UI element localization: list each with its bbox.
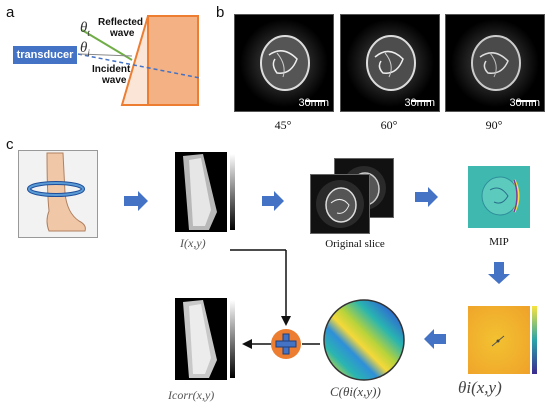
plus-operator	[270, 328, 302, 360]
label-I: I(x,y)	[180, 236, 206, 250]
scale-bar-label: 30mm	[404, 97, 435, 109]
slice-front	[310, 174, 370, 234]
scale-bar-label: 30mm	[298, 97, 329, 109]
arrow-down	[488, 262, 510, 284]
theta-map	[468, 306, 538, 374]
label-original-slice: Original slice	[325, 238, 385, 250]
panel-a-label: a	[6, 4, 15, 21]
panel-b-label: b	[216, 4, 225, 21]
reflected-wave-label: Reflected wave	[98, 17, 144, 39]
arrow-3	[415, 187, 438, 207]
label-theta: θi(x,y)	[458, 378, 502, 397]
image-I-corr	[175, 298, 241, 380]
arrow-2	[262, 191, 284, 211]
transducer-box: transducer	[13, 46, 77, 64]
label-C: C(θi(x,y))	[330, 384, 381, 399]
us-image-90: 30mm	[445, 14, 545, 112]
leg-illustration	[18, 150, 98, 238]
reflected-wave-line	[81, 29, 133, 61]
label-mip: MIP	[489, 236, 509, 248]
theta-t-label: θt	[80, 20, 90, 38]
us-image-60: 30mm	[340, 14, 440, 112]
image-I	[175, 152, 241, 232]
panel-a-diagram	[77, 15, 201, 106]
mip-image	[468, 166, 530, 228]
panel-c-label: c	[6, 136, 14, 153]
correction-circle	[322, 298, 406, 382]
arrow-1	[124, 191, 148, 211]
angle-label-60: 60°	[380, 118, 398, 132]
incident-wave-label: Incident wave	[92, 64, 131, 86]
theta-i-label: θi	[80, 40, 90, 58]
us-image-45: 30mm	[234, 14, 334, 112]
angle-label-45: 45°	[274, 118, 292, 132]
label-I-corr: Icorr(x,y)	[168, 388, 215, 402]
scale-bar-label: 30mm	[509, 97, 540, 109]
arrow-left-1	[424, 329, 446, 349]
angle-label-90: 90°	[485, 118, 503, 132]
